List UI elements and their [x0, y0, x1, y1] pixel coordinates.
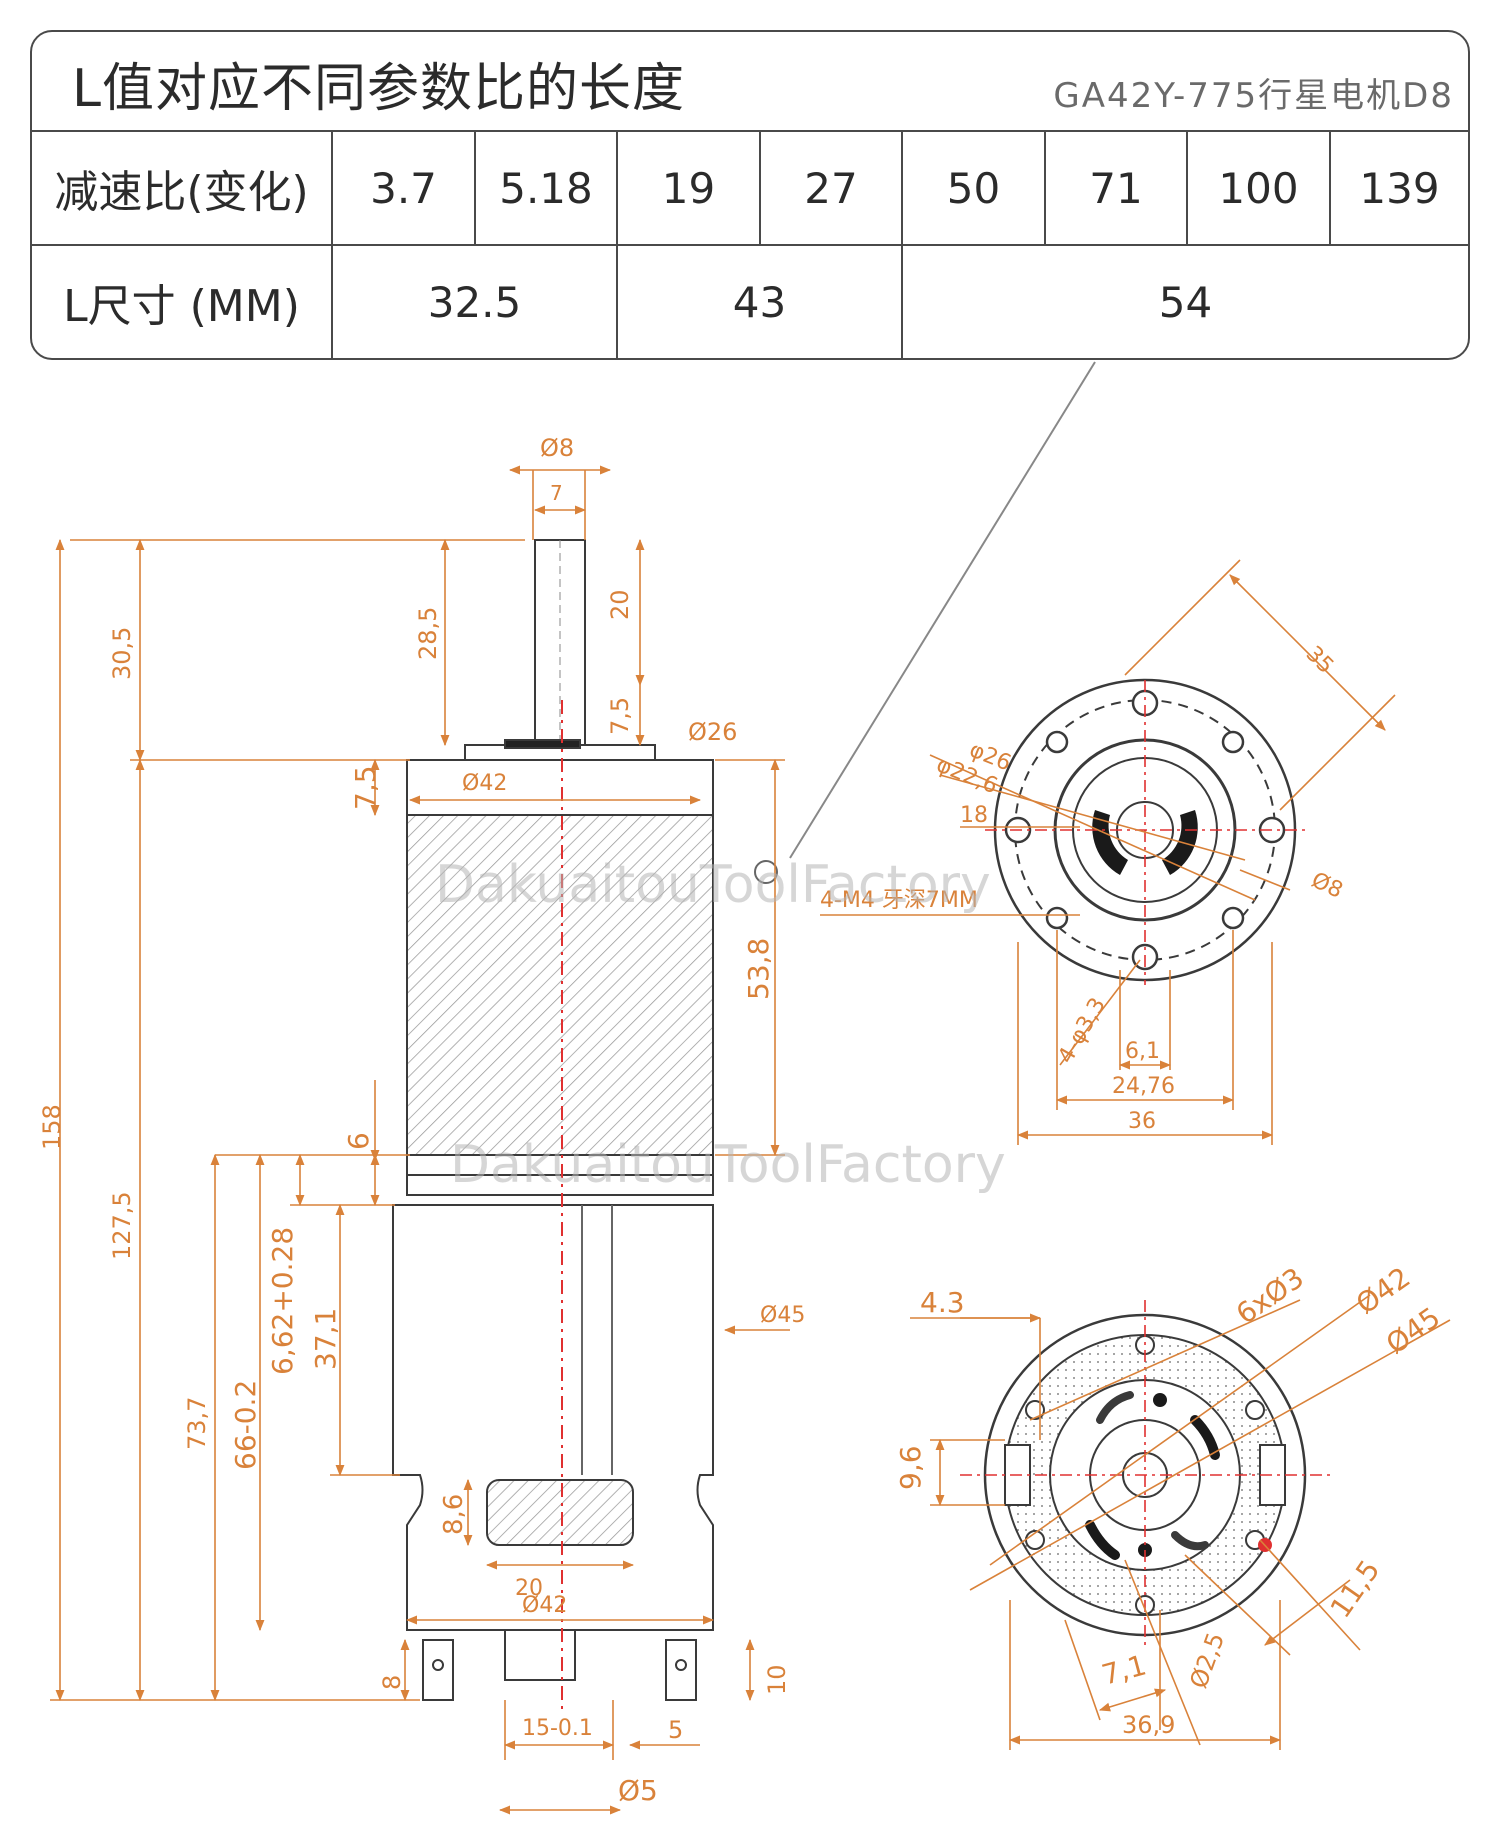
dim-h73-7: 73,7: [183, 1397, 211, 1450]
ratio-row-label: 减速比(变化): [54, 167, 309, 218]
dim-h8-6: 8,6: [439, 1494, 469, 1535]
dim-h8: 8: [378, 1675, 406, 1690]
model-name: GA42Y-775行星电机D8: [1053, 76, 1454, 116]
dim-d3-3: 4-φ3,3: [1054, 994, 1111, 1068]
ratio-cell: 27: [804, 163, 858, 213]
table-title: L值对应不同参数比的长度: [72, 59, 685, 119]
parameter-table: L值对应不同参数比的长度 GA42Y-775行星电机D8 减速比(变化) 3.7…: [30, 30, 1470, 360]
dim-w36-9: 36,9: [1122, 1711, 1175, 1739]
dim-w36: 36: [1128, 1109, 1156, 1134]
dim-d2-5: Ø2,5: [1184, 1629, 1230, 1692]
dim-w4-3: 4.3: [920, 1286, 965, 1319]
table-divider: [32, 244, 1468, 246]
terminal-right: [665, 1639, 697, 1701]
dim-h66: 66-0.2: [229, 1380, 262, 1470]
shaft-seal: [504, 739, 581, 749]
dim-d26: Ø26: [688, 718, 737, 746]
motor-face-view: 4.3 6xØ3 Ø42 Ø45 9,6 11,5 Ø2,5 7,1 36,9: [894, 1261, 1451, 1750]
motor-body: [392, 1204, 714, 1631]
dim-d45: Ø45: [1380, 1301, 1446, 1361]
length-cell: 32.5: [427, 277, 522, 327]
side-view: [392, 539, 714, 1701]
dim-h7-5-top: 7,5: [606, 697, 634, 735]
gear-face-view: 35 φ26 φ22,6 18 Ø8 4-M4 牙深7MM 4-φ3,3 6,1…: [820, 559, 1396, 1145]
length-cell: 54: [1158, 277, 1213, 327]
dim-d42: Ø42: [1350, 1261, 1416, 1321]
ratio-cell: 50: [946, 163, 1001, 213]
dim-w24-76: 24,76: [1112, 1074, 1175, 1099]
dim-w5: 5: [668, 1716, 683, 1744]
watermark: DakuaitouToolFactory: [435, 855, 991, 915]
dim-d5: Ø5: [618, 1774, 658, 1807]
dim-h158: 158: [38, 1104, 66, 1150]
dim-d8: Ø8: [1307, 868, 1346, 904]
dim-h127-5: 127,5: [108, 1191, 136, 1260]
rear-shaft: [504, 1629, 576, 1681]
dim-h9-6: 9,6: [894, 1445, 927, 1490]
dim-h37-1: 37,1: [309, 1308, 342, 1370]
dim-w15: 15-0.1: [522, 1716, 593, 1741]
gearbox-top: [406, 759, 714, 816]
dim-h20: 20: [606, 589, 634, 620]
dim-m4: 4-M4 牙深7MM: [820, 888, 978, 913]
side-dimension-lines: [50, 465, 790, 1815]
dim-h7-5: 7,5: [349, 765, 382, 810]
ratio-cell: 5.18: [499, 163, 593, 213]
table-divider: [32, 130, 1468, 132]
ratio-cell: 71: [1089, 163, 1143, 213]
motor-vent: [486, 1479, 634, 1546]
terminal-left: [422, 1639, 454, 1701]
length-cell: 43: [732, 277, 787, 327]
gear-key-left: [1092, 810, 1128, 875]
dim-w11-5: 11,5: [1324, 1554, 1387, 1624]
dim-d8: Ø8: [540, 434, 574, 462]
dim-h28-5: 28,5: [414, 607, 442, 660]
side-dimension-labels: Ø8 7 28,5 20 7,5 Ø26 30,5 7,5 Ø42 53,8 1…: [38, 434, 805, 1807]
leader-line: [789, 361, 1096, 859]
dim-h6: 6: [342, 1132, 375, 1150]
dim-r18: 18: [960, 803, 988, 828]
dim-d42-bottom: Ø42: [522, 1593, 567, 1618]
dim-w35: 35: [1301, 642, 1338, 679]
gear-mount-holes: [1004, 689, 1286, 971]
dim-h53-8: 53,8: [742, 938, 775, 1000]
dim-d45: Ø45: [760, 1303, 805, 1328]
dim-w7: 7: [550, 481, 563, 505]
ratio-cell: 3.7: [370, 163, 437, 213]
dim-d42-top: Ø42: [462, 771, 507, 796]
dim-h30-5: 30,5: [108, 627, 136, 680]
ratio-cell: 139: [1359, 163, 1440, 213]
dim-h10: 10: [763, 1664, 791, 1695]
dim-w20: 20: [515, 1576, 543, 1601]
gearbox-body: [406, 814, 714, 1156]
length-row-label: L尺寸 (MM): [63, 281, 300, 332]
dim-w6-1: 6,1: [1125, 1039, 1160, 1064]
dim-w7-1: 7,1: [1098, 1648, 1150, 1691]
ratio-cell: 100: [1218, 163, 1299, 213]
watermark: DakuaitouToolFactory: [450, 1135, 1006, 1195]
dim-h6-62: 6,62+0.28: [266, 1227, 299, 1375]
ratio-cell: 19: [661, 163, 716, 213]
dim-d6x3: 6xØ3: [1230, 1261, 1310, 1331]
